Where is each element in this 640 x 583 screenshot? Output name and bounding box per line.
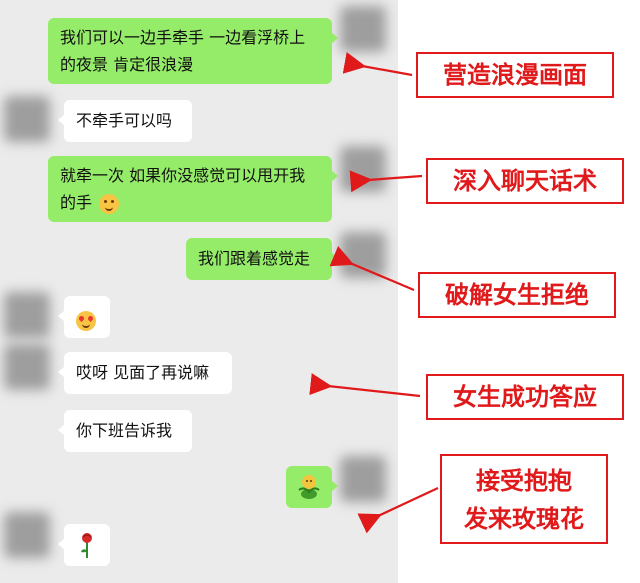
heart-eyes-emoji-icon (76, 310, 96, 331)
message-text: 你下班告诉我 (76, 421, 173, 440)
smile-emoji-icon (99, 193, 120, 214)
rose-emoji-icon (81, 533, 92, 558)
message-bubble-received[interactable]: 哎呀 见面了再说嘛 (58, 352, 232, 394)
message-bubble-sent[interactable]: 我们跟着感觉走 (186, 238, 338, 280)
message-text: 我们跟着感觉走 (198, 249, 311, 268)
avatar-self[interactable] (340, 232, 386, 278)
message-text: 我们可以一边手牵手 一边看浮桥上的夜景 肯定很浪漫 (60, 28, 306, 74)
annotation-label: 营造浪漫画面 (416, 52, 614, 98)
message-bubble-sent[interactable]: 我们可以一边手牵手 一边看浮桥上的夜景 肯定很浪漫 (48, 18, 338, 84)
avatar-contact[interactable] (4, 344, 50, 390)
message-text: 就牵一次 如果你没感觉可以甩开我的手 (60, 166, 306, 212)
avatar-self[interactable] (340, 6, 386, 52)
avatar-contact[interactable] (4, 96, 50, 142)
message-bubble-received[interactable] (58, 296, 110, 338)
message-text: 哎呀 见面了再说嘛 (76, 363, 210, 382)
annotation-label: 女生成功答应 (426, 374, 624, 420)
annotation-label: 接受抱抱 发来玫瑰花 (440, 454, 608, 544)
message-bubble-received[interactable]: 不牵手可以吗 (58, 100, 192, 142)
hug-sticker-icon (298, 475, 320, 499)
message-bubble-sent[interactable] (286, 466, 338, 508)
message-bubble-received[interactable]: 你下班告诉我 (58, 410, 192, 452)
avatar-self[interactable] (340, 456, 386, 502)
avatar-contact[interactable] (4, 512, 50, 558)
annotation-label: 破解女生拒绝 (418, 272, 616, 318)
message-bubble-received[interactable] (58, 524, 110, 566)
avatar-contact[interactable] (4, 292, 50, 338)
message-bubble-sent[interactable]: 就牵一次 如果你没感觉可以甩开我的手 (48, 156, 338, 222)
message-text: 不牵手可以吗 (76, 111, 173, 130)
chat-panel: 我们可以一边手牵手 一边看浮桥上的夜景 肯定很浪漫 不牵手可以吗 就牵一次 如果… (0, 0, 398, 583)
annotation-label: 深入聊天话术 (426, 158, 624, 204)
avatar-self[interactable] (340, 146, 386, 192)
